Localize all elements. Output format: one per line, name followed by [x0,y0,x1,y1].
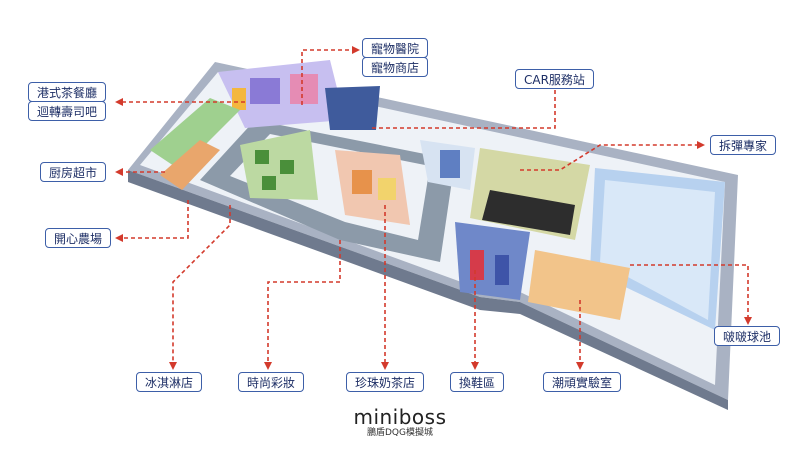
label-demolition-expert: 拆彈專家 [710,135,777,155]
label-ice-cream: 冰淇淋店 [136,372,203,392]
brand-subtitle: 鵬盾DQG模擬城 [367,428,433,438]
ball-pool-block [590,168,725,330]
shop-blocks [335,150,410,225]
brand-name: miniboss [353,405,447,429]
brand-logo: miniboss 鵬盾DQG模擬城 [340,406,460,439]
label-sushi-bar: 迴轉壽司吧 [28,101,107,121]
label-car-station: CAR服務站 [515,69,594,89]
leader-lines [115,46,752,370]
label-trendy-lab: 潮頑實驗室 [543,372,622,392]
car-station-block [420,140,475,190]
label-hk-cafe: 港式茶餐廳 [28,82,107,102]
label-bubble-tea: 珍珠奶茶店 [346,372,425,392]
lower-blocks [455,222,630,320]
label-pet-shop: 寵物商店 [362,57,429,77]
label-makeup: 時尚彩妝 [238,372,305,392]
label-kitchen-market: 厨房超市 [40,162,107,182]
label-shoe-change: 換鞋區 [450,372,505,392]
label-happy-farm: 開心農場 [45,228,112,248]
farm-block [240,130,318,200]
pet-area-blocks [218,60,380,130]
label-pet-hospital: 寵物醫院 [362,38,429,58]
market-blocks [150,98,240,190]
label-ball-pool: 啵啵球池 [714,326,781,346]
demolition-block [470,148,590,240]
